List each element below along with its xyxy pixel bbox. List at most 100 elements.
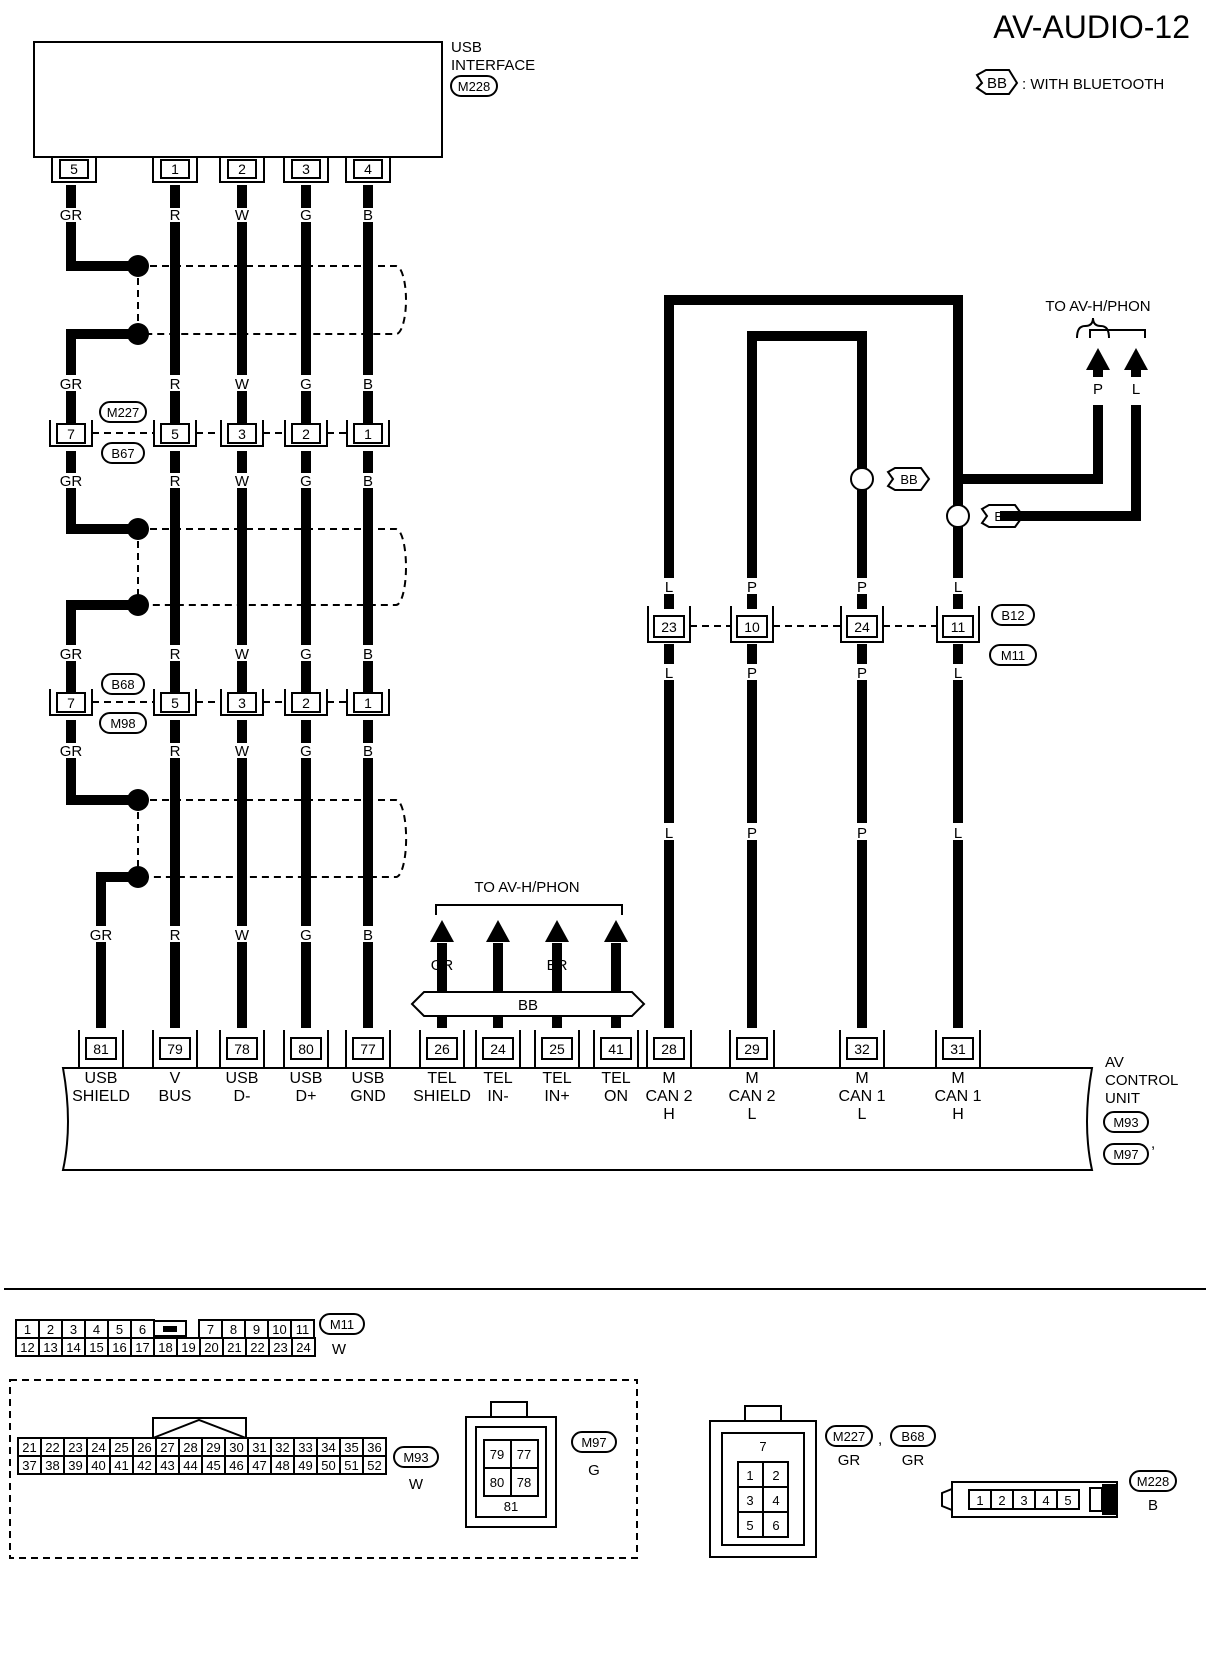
terminal-label: M <box>855 1070 868 1087</box>
m227-pin: 1 <box>746 1468 753 1483</box>
m93-tag: M93 <box>1113 1115 1138 1130</box>
av-terminal: 41 TEL ON <box>593 1030 639 1105</box>
pin-number: 5 <box>116 1322 123 1337</box>
to-av-h-phon-label: TO AV-H/PHON <box>1045 298 1150 315</box>
wire-color-label: L <box>665 825 673 842</box>
can-wire-labels: L P P L L P P L L P P L <box>665 579 962 842</box>
pin-number: 27 <box>160 1440 174 1455</box>
junction-pin: 7 <box>67 695 75 711</box>
terminal-label: SHIELD <box>413 1088 471 1105</box>
arrow-up-icon <box>430 920 454 942</box>
arrow-up-icon <box>1124 348 1148 370</box>
pin-number: 45 <box>206 1458 220 1473</box>
pin-number: 40 <box>91 1458 105 1473</box>
pin-number: 23 <box>68 1440 82 1455</box>
wire-color-label: G <box>300 473 312 490</box>
pin-number: 51 <box>344 1458 358 1473</box>
pin-number: 30 <box>229 1440 243 1455</box>
terminal-pin: 79 <box>167 1041 183 1057</box>
terminal-label: GND <box>350 1088 386 1105</box>
pin-number: 22 <box>45 1440 59 1455</box>
usb-pin-label: 3 <box>302 161 310 177</box>
m97-pin: 81 <box>504 1499 518 1514</box>
pin-number: 11 <box>296 1322 310 1337</box>
pin-number: 32 <box>275 1440 289 1455</box>
shield-splice <box>127 518 149 540</box>
m228-view-tag: M228 <box>1137 1474 1170 1489</box>
usb-interface-box <box>33 41 443 158</box>
b67-tag: B67 <box>111 446 134 461</box>
junction-pin: 1 <box>364 695 372 711</box>
terminal-label: USB <box>290 1070 323 1087</box>
wire-color-label: G <box>300 207 312 224</box>
junction-m227-b67: 7 5 3 2 1 M227 B67 <box>49 401 390 464</box>
pin-cell <box>362 1455 387 1475</box>
pin-number: 23 <box>273 1340 287 1355</box>
b68-view-color: GR <box>902 1452 925 1469</box>
pin-number: 22 <box>250 1340 264 1355</box>
wire-color-label: B <box>363 927 373 944</box>
m227-view-color: GR <box>838 1452 861 1469</box>
wire-color-label: W <box>235 376 250 393</box>
terminal-label: USB <box>85 1070 118 1087</box>
pin-number: 25 <box>114 1440 128 1455</box>
terminal-label: H <box>663 1106 675 1123</box>
wire-color-label: B <box>363 207 373 224</box>
terminal-label: USB <box>226 1070 259 1087</box>
junction-pin: 11 <box>951 619 966 635</box>
arrow-up-icon <box>604 920 628 942</box>
pin-number: 21 <box>227 1340 241 1355</box>
terminal-pin: 32 <box>854 1041 870 1057</box>
bb-splice <box>850 467 874 491</box>
pin-number: 18 <box>158 1340 172 1355</box>
wire-color-label: G <box>300 646 312 663</box>
terminal-label: ON <box>604 1088 628 1105</box>
wire-color-label: W <box>235 473 250 490</box>
wire-color-label: P <box>1093 381 1103 398</box>
pin-number: 26 <box>137 1440 151 1455</box>
wire-color-label: GR <box>60 207 83 224</box>
pin-number: 31 <box>252 1440 266 1455</box>
shield-ellipses <box>127 255 408 888</box>
wire-color-label: W <box>235 646 250 663</box>
m227-pin: 2 <box>772 1468 779 1483</box>
to-av-h-phon-top: TO AV-H/PHON P L <box>1045 298 1150 398</box>
usb-pin-box <box>353 159 383 179</box>
wire-color-label: BR <box>547 957 568 974</box>
pin-number: 4 <box>1042 1493 1049 1508</box>
arrow-up-icon <box>486 920 510 942</box>
terminal-label: M <box>662 1070 675 1087</box>
page-title: AV-AUDIO-12 <box>993 9 1190 45</box>
junction-pin: 1 <box>364 426 372 442</box>
m228-tag-label: M228 <box>458 79 491 94</box>
av-terminal: 78 USB D- <box>219 1030 265 1105</box>
m97-pin: 80 <box>490 1475 504 1490</box>
wire-color-label: GR <box>60 376 83 393</box>
m97-pin: 79 <box>490 1447 504 1462</box>
av-terminal: 28 M CAN 2 H <box>645 1030 693 1123</box>
wire-color-label: GR <box>60 473 83 490</box>
terminal-label: H <box>952 1106 964 1123</box>
wire-color-label: R <box>170 473 181 490</box>
m227-pin: 3 <box>746 1493 753 1508</box>
terminal-label: SHIELD <box>72 1088 130 1105</box>
terminal-pin: 24 <box>490 1041 506 1057</box>
bb-legend-badge-shape <box>975 69 1019 95</box>
junction-b68-m98: 7 5 3 2 1 B68 M98 <box>49 673 390 734</box>
terminal-pin: 26 <box>434 1041 450 1057</box>
m227-pin: 6 <box>772 1518 779 1533</box>
shield-splice <box>127 789 149 811</box>
pin-number: 24 <box>296 1340 310 1355</box>
pin-number: 15 <box>89 1340 103 1355</box>
terminal-label: D+ <box>296 1088 317 1105</box>
pin-number: 29 <box>206 1440 220 1455</box>
terminal-label: M <box>951 1070 964 1087</box>
terminal-label: CAN 2 <box>645 1088 692 1105</box>
terminal-label: V <box>170 1070 181 1087</box>
bb-bar <box>410 991 646 1017</box>
usb-interface-pins: 5 1 2 3 4 <box>51 157 391 183</box>
wire-color-label: B <box>363 473 373 490</box>
pin-number: 49 <box>298 1458 312 1473</box>
